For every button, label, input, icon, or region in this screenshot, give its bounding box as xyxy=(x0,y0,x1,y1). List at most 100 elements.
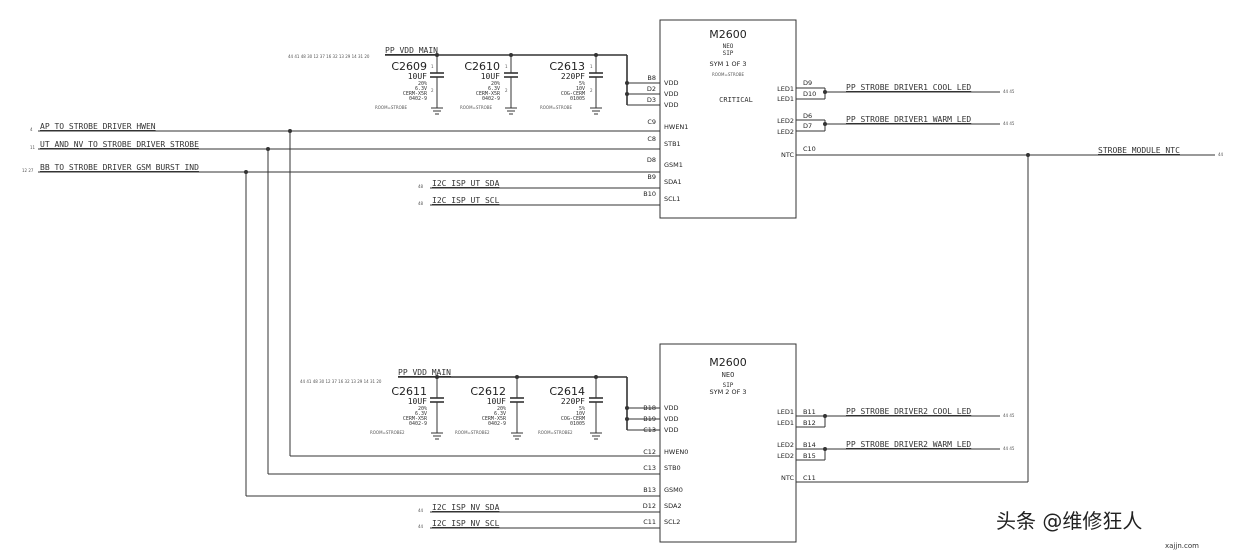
chip2-pin-num: D12 xyxy=(643,502,656,510)
chip2-pin-name: VDD xyxy=(664,415,678,423)
chip2-pin-num: C12 xyxy=(643,448,656,456)
chip2-pin-name: STB0 xyxy=(664,464,681,472)
chip1-pin-num: B10 xyxy=(643,190,656,198)
svg-text:ROOM=STROBE: ROOM=STROBE xyxy=(375,105,408,110)
svg-text:1: 1 xyxy=(505,64,508,69)
net-warm1: PP_STROBE_DRIVER1_WARM_LED xyxy=(846,115,971,124)
chip1-pin-num: D6 xyxy=(803,112,812,120)
chip1-pin-name: SDA1 xyxy=(664,178,682,186)
chip1-pin-num: B9 xyxy=(647,173,656,181)
svg-text:0402-9: 0402-9 xyxy=(409,421,427,427)
chip1-pin-name: VDD xyxy=(664,101,678,109)
power-rail-top: 44 41 48 30 12 37 16 32 13 29 14 31 20 P… xyxy=(288,46,660,106)
svg-text:CERM-X5R: CERM-X5R xyxy=(403,91,428,97)
chip1-pin-name: LED2 xyxy=(777,117,794,125)
net-hwen-label: AP_TO_STROBE_DRIVER_HWEN xyxy=(40,122,156,131)
chip1-pin-num: D3 xyxy=(647,96,656,104)
svg-text:0402-9: 0402-9 xyxy=(482,96,500,102)
svg-text:ROOM=STROBE: ROOM=STROBE xyxy=(540,105,573,110)
net-strobe-label: UT_AND_NV_TO_STROBE_DRIVER_STROBE xyxy=(40,140,199,149)
chip2-line2: NEO xyxy=(722,371,735,379)
chip1-title: M2600 xyxy=(709,28,747,41)
chip2-pin-num: B13 xyxy=(643,486,656,494)
chip1-pin-name: SCL1 xyxy=(664,195,680,203)
capacitor-c2614: C2614 220PF 5% 10V COG-CERM 01005 ROOM=S… xyxy=(538,377,603,440)
svg-text:2: 2 xyxy=(590,88,593,93)
chip2-pin-num: C11 xyxy=(643,518,656,526)
svg-text:4: 4 xyxy=(30,127,33,132)
svg-text:0402-9: 0402-9 xyxy=(488,421,506,427)
chip2-pin-name: LED2 xyxy=(777,452,794,460)
chip1-line3: SIP xyxy=(723,50,734,57)
svg-text:2: 2 xyxy=(505,88,508,93)
signal-i2c-nv: 44 I2C_ISP_NV_SDA 44 I2C_ISP_NV_SCL xyxy=(418,503,660,529)
svg-text:5%: 5% xyxy=(579,406,585,412)
svg-text:20%: 20% xyxy=(497,406,506,412)
chip1-pin-num: D7 xyxy=(803,122,812,130)
net-vdd-main-top: PP_VDD_MAIN xyxy=(385,46,438,55)
chip2-line3: SIP xyxy=(723,382,734,389)
svg-text:44: 44 xyxy=(418,508,424,513)
svg-text:10V: 10V xyxy=(576,411,585,417)
signal-strobe: 11 UT_AND_NV_TO_STROBE_DRIVER_STROBE xyxy=(30,140,660,475)
watermark: 头条 @维修狂人 xajjn.com xyxy=(996,509,1199,550)
svg-text:1: 1 xyxy=(590,64,593,69)
net-sda-nv: I2C_ISP_NV_SDA xyxy=(432,503,500,512)
signal-i2c-ut: 48 I2C_ISP_UT_SDA 48 I2C_ISP_UT_SCL xyxy=(418,179,660,206)
chip1-pin-name: NTC xyxy=(781,151,794,159)
svg-text:01005: 01005 xyxy=(570,421,585,427)
net-vdd-main-bottom: PP_VDD_MAIN xyxy=(398,368,451,377)
svg-text:220PF: 220PF xyxy=(561,72,585,81)
chip2-pin-name: SDA2 xyxy=(664,502,682,510)
svg-text:CERM-X5R: CERM-X5R xyxy=(403,416,428,422)
svg-text:ROOM=STROBE: ROOM=STROBE xyxy=(460,105,493,110)
chip1-pin-name: LED1 xyxy=(777,95,794,103)
chip1-critical: CRITICAL xyxy=(719,96,753,104)
svg-text:44 45: 44 45 xyxy=(1003,89,1015,94)
chip1-sym: SYM 1 OF 3 xyxy=(709,60,746,68)
svg-text:2: 2 xyxy=(431,88,434,93)
chip2-pin-name: SCL2 xyxy=(664,518,680,526)
svg-text:01005: 01005 xyxy=(570,96,585,102)
chip2-pin-name: GSM0 xyxy=(664,486,683,494)
svg-text:20%: 20% xyxy=(491,81,500,87)
svg-text:220PF: 220PF xyxy=(561,397,585,406)
svg-text:ROOM=STROBE2: ROOM=STROBE2 xyxy=(538,430,573,435)
chip1-pin-name: VDD xyxy=(664,79,678,87)
chip1-pin-name: VDD xyxy=(664,90,678,98)
chip2-pin-name: VDD xyxy=(664,426,678,434)
capacitor-c2613: C2613 220PF 5% 10V COG-CERM 01005 ROOM=S… xyxy=(540,55,603,115)
svg-text:CERM-X5R: CERM-X5R xyxy=(482,416,507,422)
chip-m2600-sym1: M2600 NEO SIP SYM 1 OF 3 ROOM=STROBE CRI… xyxy=(643,19,816,219)
chip1-pin-name: HWEN1 xyxy=(664,123,688,131)
chip2-pin-num: B15 xyxy=(803,452,816,460)
rail-ref-numbers: 44 41 48 30 12 37 16 32 13 29 14 31 20 xyxy=(288,54,370,59)
led-outputs-2: PP_STROBE_DRIVER2_COOL_LED 44 45 PP_STRO… xyxy=(796,407,1015,461)
chip1-room: ROOM=STROBE xyxy=(712,72,745,77)
chip1-pin-num: C9 xyxy=(647,118,656,126)
svg-text:1: 1 xyxy=(431,64,434,69)
chip1-pin-num: D10 xyxy=(803,90,816,98)
chip1-pin-num: D8 xyxy=(647,156,656,164)
svg-text:COG-CERM: COG-CERM xyxy=(561,416,585,422)
svg-text:44 45: 44 45 xyxy=(1003,413,1015,418)
chip1-pin-num: D2 xyxy=(647,85,656,93)
svg-text:COG-CERM: COG-CERM xyxy=(561,91,585,97)
watermark-site: xajjn.com xyxy=(1165,542,1199,550)
chip-m2600-sym2: M2600 NEO SIP SYM 2 OF 3 B18 VDD B19 VDD… xyxy=(643,343,816,543)
svg-text:10V: 10V xyxy=(576,86,585,92)
svg-text:ROOM=STROBE2: ROOM=STROBE2 xyxy=(370,430,405,435)
svg-text:20%: 20% xyxy=(418,81,427,87)
chip2-pin-num: C13 xyxy=(643,464,656,472)
svg-text:ROOM=STROBE2: ROOM=STROBE2 xyxy=(455,430,490,435)
svg-text:11: 11 xyxy=(30,145,36,150)
svg-text:44 45: 44 45 xyxy=(1003,121,1015,126)
svg-text:6.3V: 6.3V xyxy=(415,411,427,417)
chip2-pin-name: NTC xyxy=(781,474,794,482)
svg-text:44 45: 44 45 xyxy=(1003,446,1015,451)
chip1-pin-name: GSM1 xyxy=(664,161,683,169)
svg-text:44: 44 xyxy=(1218,152,1224,157)
svg-text:10UF: 10UF xyxy=(408,397,427,406)
chip1-pin-num: C10 xyxy=(803,145,816,153)
